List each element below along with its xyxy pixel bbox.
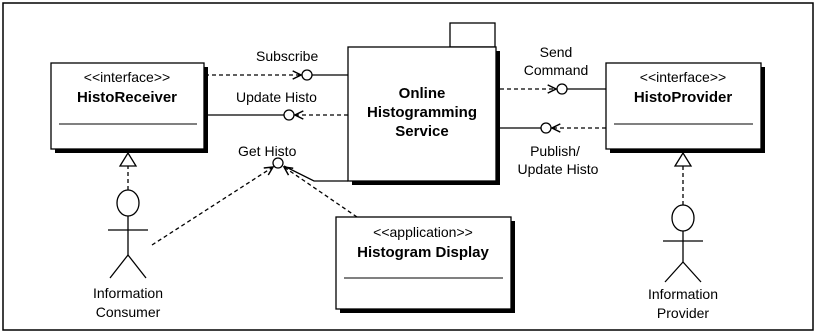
provider-actor-label-line-2: Provider xyxy=(657,305,709,321)
provider-actor-head xyxy=(671,204,695,232)
subscribe-lollipop xyxy=(301,69,313,81)
update-histo-port: Update Histo xyxy=(205,89,348,121)
publish-label-line-2: Update Histo xyxy=(518,161,599,177)
service-title-line-1: Online xyxy=(399,85,446,102)
send-command-lollipop xyxy=(556,83,568,95)
histo-receiver-class: <<interface>> HistoReceiver xyxy=(50,62,208,153)
service-title-line-2: Histogramming xyxy=(367,104,477,121)
provider-actor-label-line-1: Information xyxy=(648,286,718,302)
histogram-display-name: Histogram Display xyxy=(357,244,489,261)
consumer-label-line-2: Consumer xyxy=(96,304,161,320)
consumer-actor-right-leg xyxy=(127,254,147,279)
get-histo-consumer-dependency xyxy=(151,167,273,246)
subscribe-label: Subscribe xyxy=(256,48,318,64)
send-command-label-line-1: Send xyxy=(540,44,573,60)
histogram-display-class: <<application>> Histogram Display xyxy=(335,216,515,313)
provider-actor-right-leg xyxy=(682,261,702,283)
histogram-display-box xyxy=(335,216,512,310)
get-histo-port: Get Histo xyxy=(151,143,358,246)
consumer-actor-head xyxy=(116,189,140,217)
get-histo-lollipop xyxy=(272,157,284,169)
service-package-tab xyxy=(449,22,496,48)
send-command-port: Send Command xyxy=(500,44,606,95)
get-histo-stem xyxy=(283,165,348,182)
histo-receiver-name: HistoReceiver xyxy=(77,89,177,106)
subscribe-port: Subscribe xyxy=(205,48,348,81)
information-consumer-actor: Information Consumer xyxy=(93,189,163,320)
provider-realization-arrowhead xyxy=(673,151,693,167)
update-histo-label: Update Histo xyxy=(236,89,317,105)
histo-provider-box xyxy=(605,62,762,150)
information-provider-actor: Information Provider xyxy=(648,204,718,321)
histo-provider-name: HistoProvider xyxy=(634,89,733,106)
histo-provider-stereotype: <<interface>> xyxy=(640,69,726,85)
service-package-body xyxy=(347,46,497,182)
histogram-display-stereotype: <<application>> xyxy=(373,224,473,240)
service-title-line-3: Service xyxy=(395,123,448,140)
histo-provider-class: <<interface>> HistoProvider xyxy=(605,62,765,153)
histo-receiver-stereotype: <<interface>> xyxy=(84,69,170,85)
consumer-realization-arrowhead xyxy=(118,151,138,167)
get-histo-display-dependency xyxy=(284,167,358,218)
histo-receiver-box xyxy=(50,62,205,150)
consumer-label-line-1: Information xyxy=(93,285,163,301)
update-histo-lollipop xyxy=(283,109,295,121)
get-histo-label: Get Histo xyxy=(238,143,297,159)
service-package: Online Histogramming Service xyxy=(347,22,500,185)
consumer-actor-left-leg xyxy=(109,254,129,279)
publish-port: Publish/ Update Histo xyxy=(500,122,606,177)
publish-label-line-1: Publish/ xyxy=(530,143,580,159)
send-command-label-line-2: Command xyxy=(524,62,589,78)
publish-lollipop xyxy=(540,122,552,134)
provider-actor-left-leg xyxy=(664,261,684,283)
